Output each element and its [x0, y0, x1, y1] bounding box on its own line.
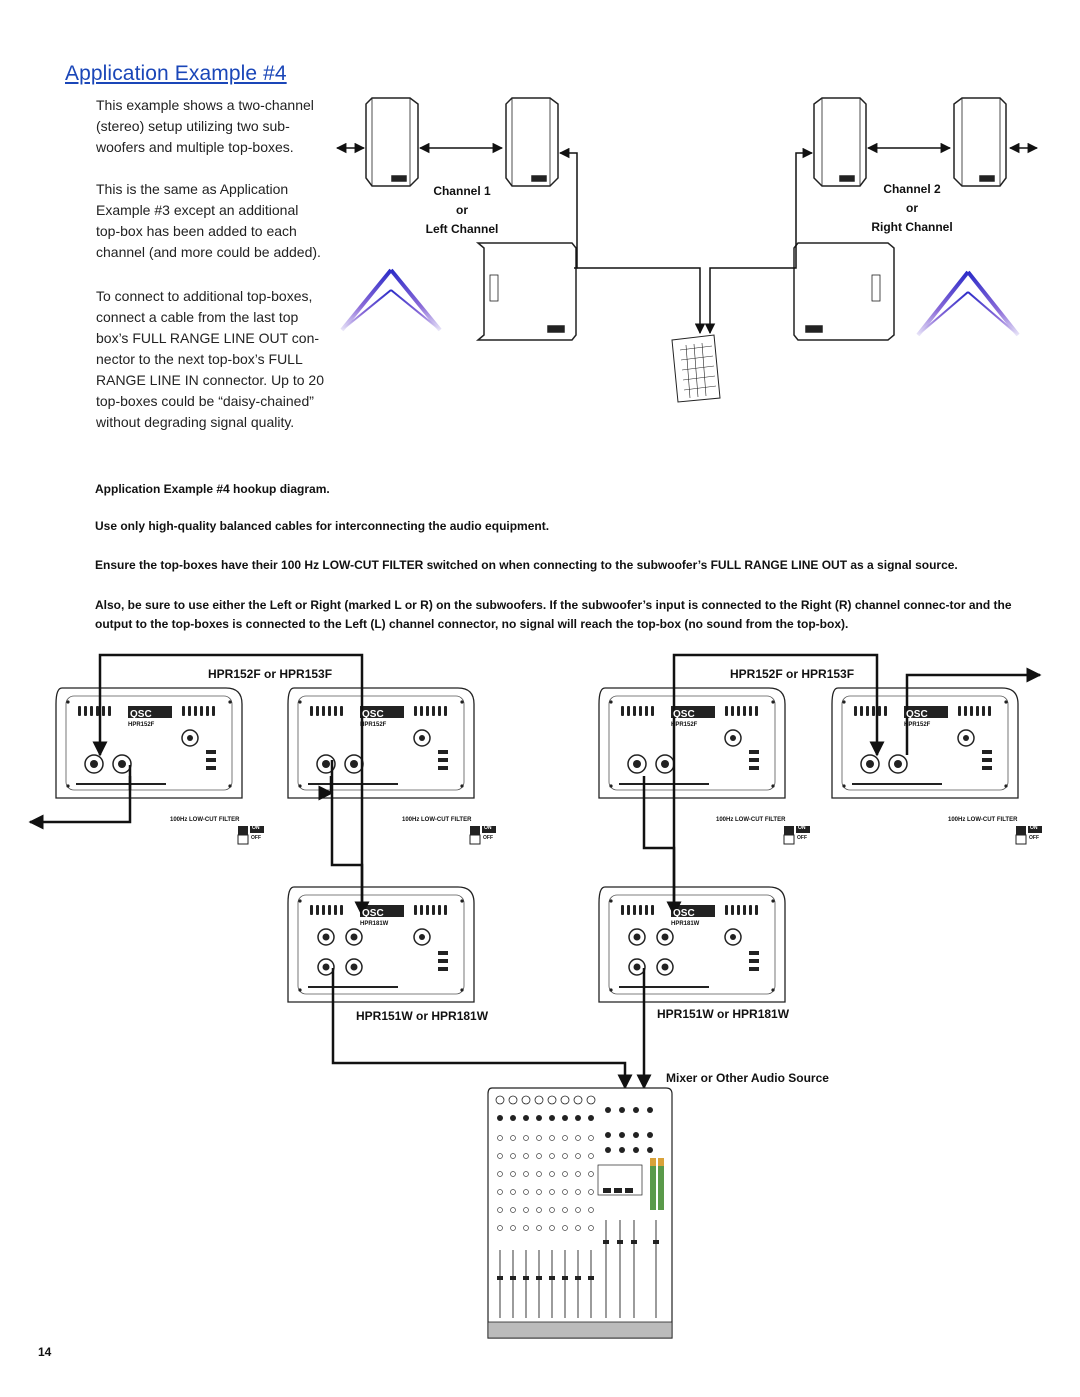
filter-label-4: 100Hz LOW-CUT FILTER: [948, 817, 1018, 823]
mixer: [487, 1087, 673, 1339]
subwoofer-panel-left: [287, 886, 475, 1003]
page-number: 14: [38, 1345, 52, 1359]
label-top-box-right: HPR152F or HPR153F: [730, 667, 855, 681]
model-label-4: HPR152F: [904, 722, 931, 728]
subwoofer-panel-right: [598, 886, 786, 1003]
top-box-panel-1: [55, 687, 243, 799]
switch-off-label-1: OFF: [251, 835, 261, 841]
channel-2-or: or: [906, 201, 918, 215]
subwoofer-left: [475, 242, 577, 341]
top-box-speaker-4: [953, 97, 1007, 187]
channel-1-label: Channel 1 or Left Channel: [420, 182, 504, 239]
switch-on-label-4: ON: [1030, 825, 1038, 831]
low-cut-switch-2: [469, 826, 496, 845]
top-box-panel-2: [287, 687, 475, 799]
switch-on-label-3: ON: [798, 825, 806, 831]
brand-logo-3: QSC: [673, 709, 695, 720]
low-cut-switch-4: [1015, 826, 1042, 845]
top-box-speaker-3: [813, 97, 867, 187]
channel-1-or: or: [456, 203, 468, 217]
intro-paragraph-2: This is the same as Application Example …: [96, 181, 321, 260]
switch-off-label-3: OFF: [797, 835, 807, 841]
switch-on-label-2: ON: [484, 825, 492, 831]
speaker-stand-left: [340, 186, 442, 350]
brand-logo-6: QSC: [673, 908, 695, 919]
label-sub-left: HPR151W or HPR181W: [356, 1009, 489, 1023]
top-box-speaker-2: [505, 97, 559, 187]
note-left-right: Also, be sure to use either the Left or …: [95, 598, 1012, 631]
filter-label-3: 100Hz LOW-CUT FILTER: [716, 817, 786, 823]
brand-logo-4: QSC: [906, 709, 928, 720]
top-box-speaker-1: [365, 97, 419, 187]
filter-label-1: 100Hz LOW-CUT FILTER: [170, 817, 240, 823]
hookup-cables: [28, 653, 1042, 1090]
channel-2-side: Right Channel: [871, 220, 953, 234]
switch-off-label-2: OFF: [483, 835, 493, 841]
top-setup-illustration: [335, 97, 1039, 403]
model-label-3: HPR152F: [671, 722, 698, 728]
label-mixer: Mixer or Other Audio Source: [666, 1071, 829, 1085]
brand-logo-5: QSC: [362, 908, 384, 919]
small-mixer: [671, 334, 721, 403]
speaker-stand-right: [916, 186, 1020, 355]
filter-label-2: 100Hz LOW-CUT FILTER: [402, 817, 472, 823]
model-label-1: HPR152F: [128, 722, 155, 728]
channel-2-label: Channel 2 or Right Channel: [862, 180, 962, 237]
switch-on-label-1: ON: [252, 825, 260, 831]
top-cables: [335, 142, 1039, 335]
channel-2-title: Channel 2: [883, 182, 941, 196]
intro-paragraph-1: This example shows a two-channel (stereo…: [96, 97, 314, 155]
model-label-6: HPR181W: [671, 921, 700, 927]
brand-logo-2: QSC: [362, 709, 384, 720]
note-low-cut: Ensure the top-boxes have their 100 Hz L…: [95, 558, 958, 572]
intro-paragraph-3: To connect to additional top-boxes, conn…: [96, 288, 324, 430]
label-sub-right: HPR151W or HPR181W: [657, 1007, 790, 1021]
figure-caption: Application Example #4 hookup diagram.: [95, 482, 330, 496]
model-label-2: HPR152F: [360, 722, 387, 728]
top-box-panel-4: [831, 687, 1019, 799]
switch-off-label-4: OFF: [1029, 835, 1039, 841]
top-box-panel-3: [598, 687, 786, 799]
label-top-box-left: HPR152F or HPR153F: [208, 667, 333, 681]
note-cables: Use only high-quality balanced cables fo…: [95, 519, 550, 533]
channel-1-title: Channel 1: [433, 184, 491, 198]
model-label-5: HPR181W: [360, 921, 389, 927]
channel-1-side: Left Channel: [425, 222, 499, 236]
page-title: Application Example #4: [65, 62, 287, 85]
brand-logo-1: QSC: [130, 709, 152, 720]
